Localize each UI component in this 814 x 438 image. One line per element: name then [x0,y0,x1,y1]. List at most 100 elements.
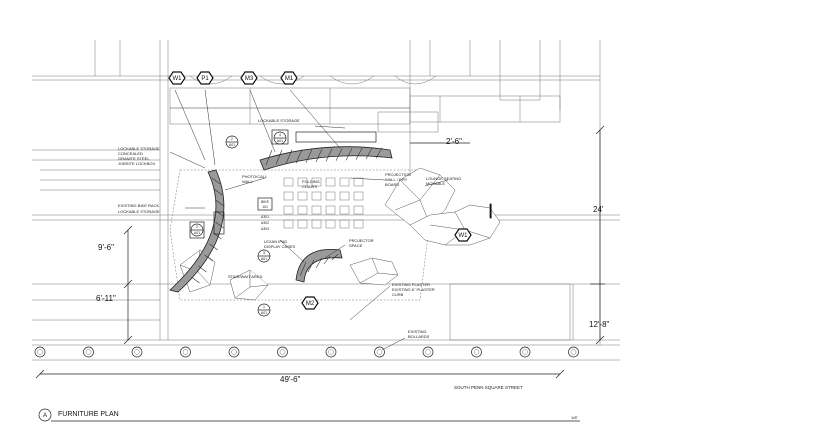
existing-bollards-row [34,346,579,358]
wall-facet [215,199,224,207]
finish-tag-w1-lounge: W1 [454,228,472,242]
svg-text:W1: W1 [173,76,183,82]
dimension-2ft6in: 2'-6" [446,137,462,146]
svg-text:A01: A01 [261,257,267,261]
wall-facet [315,148,323,163]
wall-facet [211,177,221,185]
svg-text:101: 101 [262,205,268,209]
wall-facet [345,148,353,161]
callout-lounge-seating: LOUNGE SEATING [426,176,461,181]
folding-chair [325,205,336,215]
stair-area-label: STAIR/WAIT AREA [228,274,262,279]
folding-chair [283,205,294,215]
bollard-core [37,349,43,355]
folding-chair [353,177,364,187]
folding-chair [353,205,364,215]
bollard-core [570,349,577,355]
dimension-49ft6in: 49'-6" [280,375,301,384]
bollard-core [522,349,528,355]
dimension-9ft6in: 9'-6" [98,243,114,252]
bollard [519,346,531,358]
section-marker-5: 4 A01 [273,131,287,145]
svg-text:A303: A303 [261,227,269,231]
wall-facet [375,147,383,159]
curved-wall-m1 [259,146,393,171]
finish-tag-m3: M3 [240,71,258,85]
bollard-core [376,349,383,355]
wall-facet [325,148,333,162]
bollard [471,346,482,358]
folding-chair [297,219,308,229]
plan-title: FURNITURE PLAN [58,411,119,418]
folding-chair [311,219,322,229]
callout-projection-wall-3: BOARD [385,182,399,187]
callout-lockable-storage-concealed-3: GRANITE STEEL [118,156,150,161]
callout-photo-call: PHOTO/CALL [242,174,268,179]
svg-text:A01: A01 [261,311,267,315]
bollard [131,346,143,358]
bollard-core [231,349,237,355]
bollard [228,346,240,358]
wall-facet [355,148,363,160]
callout-existing-bike-rack: EXISTING BIKE RACK [118,203,159,208]
callout-existing-plaster-2: EXISTING 6" PLASTER [392,287,435,292]
callout-lockable-storage-left: LOCKABLE STORAGE [118,209,160,214]
dimension-lines [35,125,605,379]
wall-facet [198,265,207,273]
callout-lexan-ipad-2: DISPLAY CASES [264,244,296,249]
faceted-planters [179,167,501,301]
bollard-core [279,349,286,355]
folding-chair [311,191,322,201]
wall-facet [365,147,373,160]
svg-text:M1: M1 [285,76,294,82]
bollard [180,346,191,358]
folding-chair [325,219,336,229]
finish-tag-m2: M2 [301,296,319,310]
svg-text:2: 2 [231,137,233,141]
bollard [568,346,579,358]
folding-chair [283,191,294,201]
callout-lockable-storage-top: LOCKABLE STORAGE [258,118,300,123]
finish-tag-w1: W1 [168,71,186,85]
bollard-core [328,349,334,355]
street-label: SOUTH PENN SQUARE STREET [454,385,523,390]
view-letter: A [43,413,47,419]
svg-text:3: 3 [263,251,265,255]
callout-projector-space: PROJECTOR [349,238,374,243]
section-marker-2: 3 A01 [257,249,271,263]
callout-existing-plaster: EXISTING PLASTER [392,282,430,287]
folding-chair [297,205,308,215]
callout-lexan-ipad: LEXAN IPAD [264,239,287,244]
bollard-core [473,349,480,355]
callout-existing-bollards-2: BOLLARDS [408,334,430,339]
svg-text:A01: A01 [194,231,200,235]
wall-facet [315,257,323,269]
storage-boxes [189,129,492,239]
bollard [422,346,434,358]
wall-facet [307,259,315,273]
wall-facet [265,149,273,166]
callout-lockable-storage-concealed-4: JOBSITE LOCKBOX [118,161,155,166]
wall-facet [191,276,200,284]
wall-facet [209,243,218,251]
svg-text:A01: A01 [229,143,235,147]
bollard-core [85,349,92,355]
section-marker-3: 2 A01 [190,223,204,237]
bollard-core [134,349,140,355]
callout-photo-call-2: WALL [242,179,254,184]
svg-text:4: 4 [279,133,281,137]
bollard [325,346,337,358]
callout-existing-plaster-3: CURB [392,292,404,297]
wall-facet [213,188,223,196]
room-tag: BIKE 101 A301 A302 A303 [257,197,273,231]
folding-chair [339,205,350,215]
callout-folding-chairs: FOLDING [302,179,320,184]
section-marker-1: 2 A01 [225,135,239,149]
curved-walls [169,146,393,293]
callout-lounge-seating-2: MOVABLE [426,181,445,186]
folding-chair [353,191,364,201]
folding-chair [283,177,294,187]
callout-projection-wall: PROJECTION [385,172,411,177]
wall-facet [305,149,313,163]
bollard [34,346,46,358]
